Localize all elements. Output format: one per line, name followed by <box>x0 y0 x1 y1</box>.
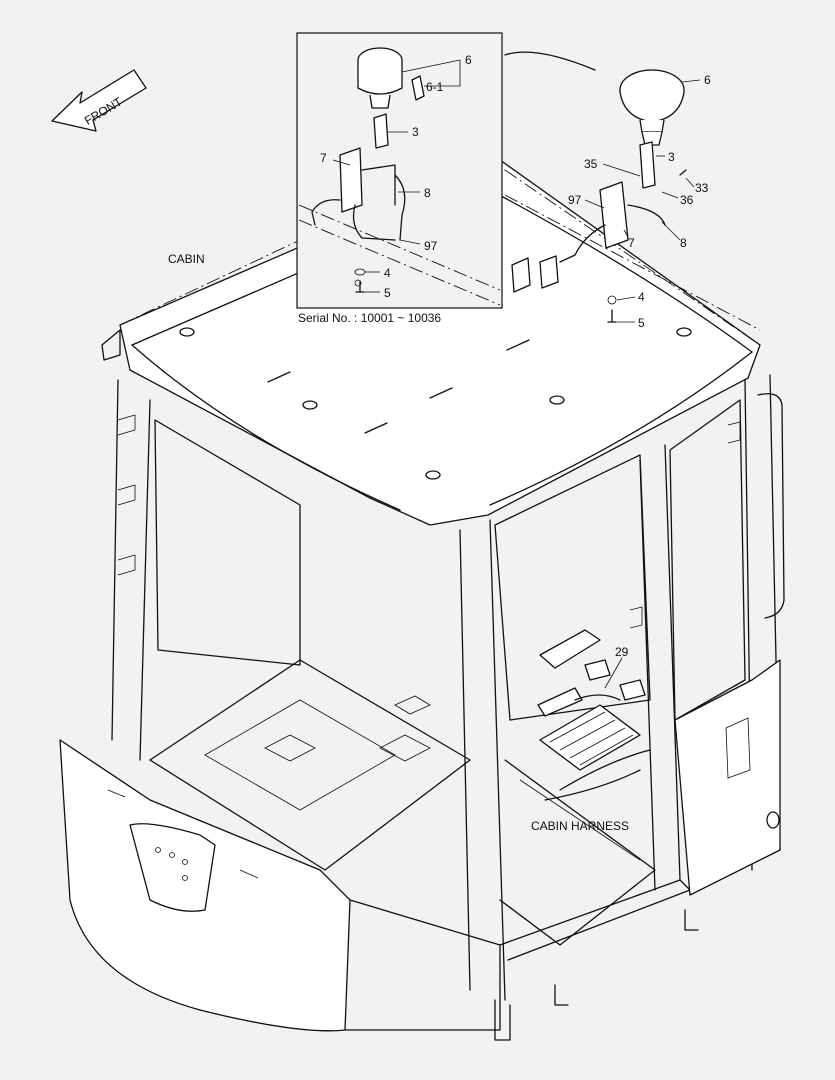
callout-8: 8 <box>680 236 687 250</box>
cabin-harness-label: CABIN HARNESS <box>531 819 629 833</box>
callout-3: 3 <box>668 150 675 164</box>
callout-4: 4 <box>638 290 645 304</box>
inset-callouts: 6 6-1 3 7 8 97 4 5 <box>320 53 472 300</box>
roof-bolt <box>425 470 441 480</box>
callout-33: 33 <box>695 181 709 195</box>
inset-callout-7: 7 <box>320 151 327 165</box>
inset-callout-5: 5 <box>384 286 391 300</box>
inset-callout-6: 6 <box>465 53 472 67</box>
cabin-label: CABIN <box>168 252 205 266</box>
roof-bolt <box>302 400 318 410</box>
cabin-frame <box>59 374 785 1041</box>
callout-7: 7 <box>628 236 635 250</box>
front-arrow: FRONT <box>51 69 147 132</box>
callout-36: 36 <box>680 193 694 207</box>
roof-bolt <box>549 395 565 405</box>
inset-callout-3: 3 <box>412 125 419 139</box>
inset-callout-97: 97 <box>424 239 438 253</box>
callout-link-arrow <box>504 51 596 71</box>
cabin-roof <box>101 159 761 526</box>
callout-5: 5 <box>638 316 645 330</box>
serial-label: Serial No. : 10001 ~ 10036 <box>298 311 441 325</box>
main-callouts: 6 3 35 33 36 97 7 8 4 5 29 <box>568 73 711 689</box>
callout-29: 29 <box>615 645 629 659</box>
inset-callout-6-1: 6-1 <box>426 80 444 94</box>
callout-6: 6 <box>704 73 711 87</box>
inset-callout-4: 4 <box>384 266 391 280</box>
inset-serial-variant <box>296 32 503 309</box>
roof-bolt <box>676 327 692 337</box>
callout-35: 35 <box>584 157 598 171</box>
beacon-assembly-main <box>504 51 687 323</box>
inset-callout-8: 8 <box>424 186 431 200</box>
cabin-harness <box>537 629 651 801</box>
callout-97: 97 <box>568 193 582 207</box>
roof-bolt <box>179 327 195 337</box>
